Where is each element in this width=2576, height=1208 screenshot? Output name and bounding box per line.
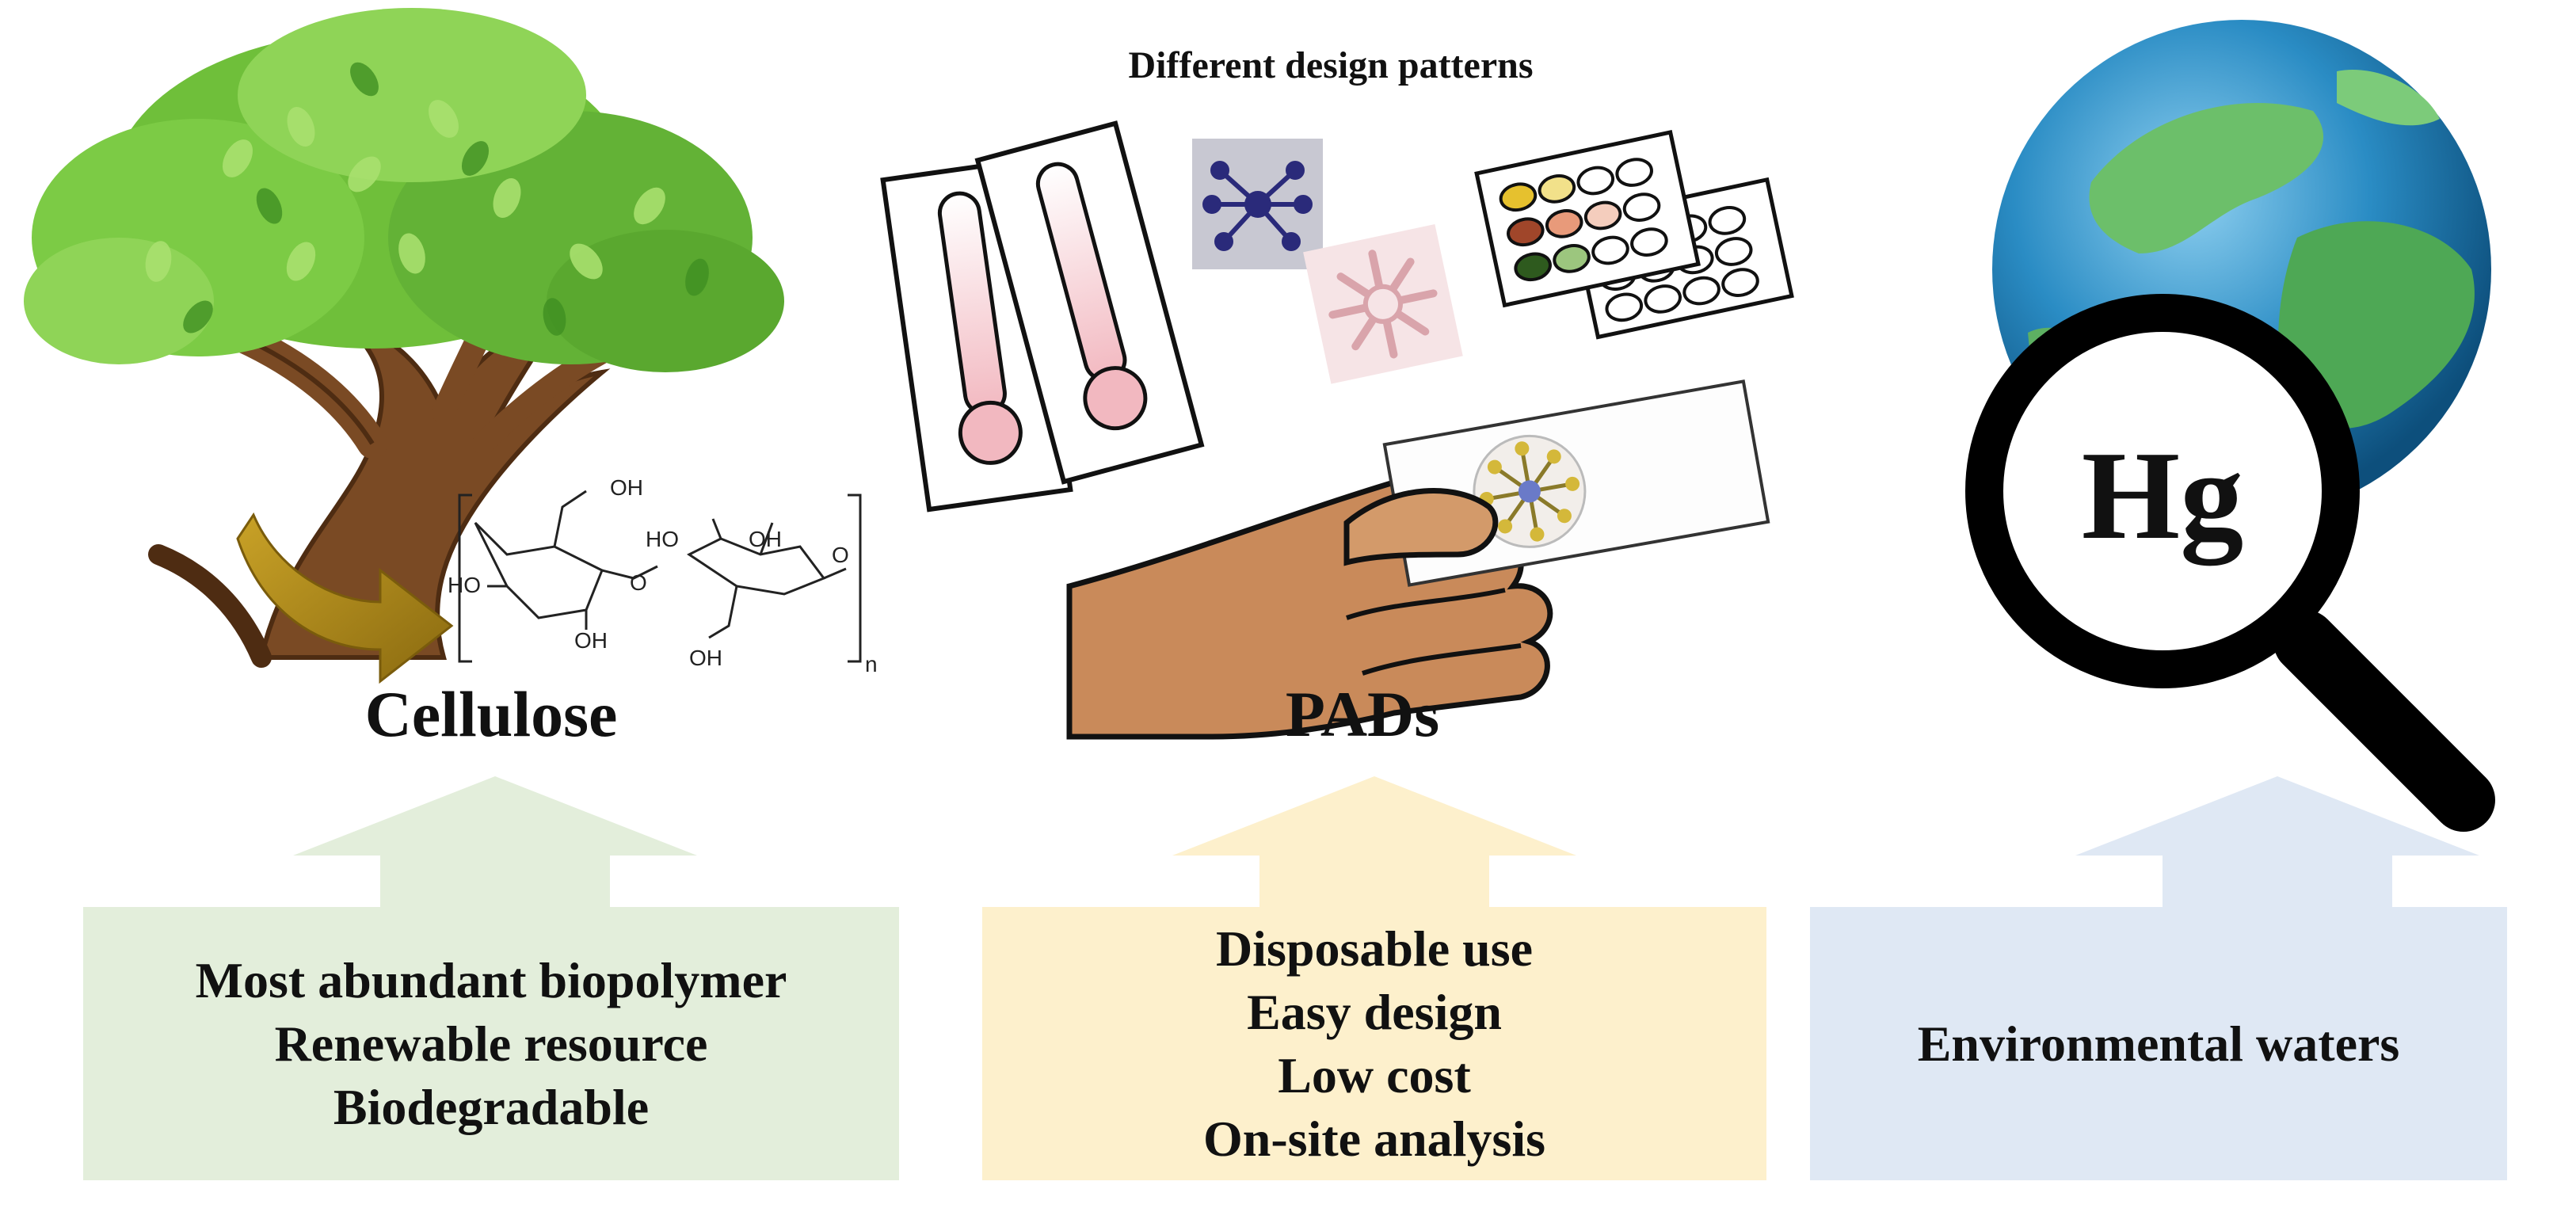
property-line: Easy design [1247, 983, 1502, 1040]
property-line: Most abundant biopolymer [195, 951, 787, 1008]
star-pattern-icon [1192, 139, 1323, 269]
flower-pattern-icon [1303, 224, 1463, 384]
group-label: OH [574, 628, 608, 653]
group-label: OH [689, 646, 722, 670]
cellulose-up-arrow [293, 776, 697, 907]
property-line: Renewable resource [274, 1015, 708, 1072]
group-label: OH [749, 527, 782, 551]
thumb-icon [1343, 488, 1499, 566]
pads-properties-panel: Disposable use Easy design Low cost On-s… [982, 907, 1766, 1180]
pads-title: PADs [1285, 678, 1440, 750]
property-line: Disposable use [1215, 920, 1534, 977]
group-label: O [630, 570, 647, 595]
cellulose-labels: OH HO OH HO OH OH OH O O O n [448, 475, 878, 676]
property-line: Low cost [1278, 1046, 1471, 1103]
group-label: O [832, 543, 849, 567]
property-line: On-site analysis [1202, 1110, 1546, 1167]
element-symbol: Hg [2081, 425, 2244, 566]
cellulose-structure [458, 490, 862, 663]
tree-icon [24, 8, 784, 668]
design-patterns-label: Different design patterns [1128, 44, 1534, 86]
environment-up-arrow [2075, 776, 2479, 907]
test-strip-icon [880, 120, 1205, 513]
property-line: Environmental waters [1917, 1015, 2400, 1072]
group-label: HO [646, 527, 679, 551]
property-line: Biodegradable [333, 1078, 650, 1135]
curved-arrow-icon [236, 512, 454, 684]
group-label: OH [610, 475, 643, 500]
magnifier-icon [1965, 294, 2495, 832]
cellulose-title: Cellulose [364, 678, 618, 750]
cellulose-properties-panel: Most abundant biopolymer Renewable resou… [83, 907, 899, 1180]
well-plate-icon [1474, 130, 1794, 340]
group-label: HO [448, 573, 481, 597]
environment-properties-panel: Environmental waters [1810, 907, 2507, 1180]
pads-up-arrow [1172, 776, 1576, 907]
repeat-subscript: n [865, 652, 878, 676]
